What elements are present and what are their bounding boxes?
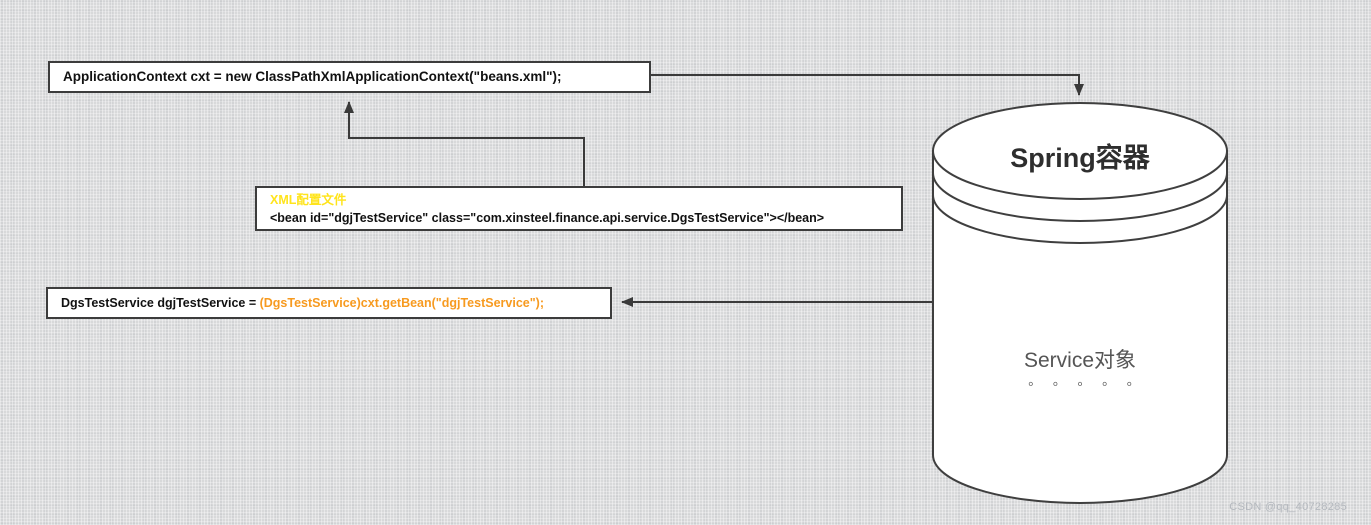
application-context-code: ApplicationContext cxt = new ClassPathXm… [63, 69, 562, 84]
cylinder-body [932, 150, 1228, 504]
cylinder-title: Spring容器 [1010, 143, 1150, 173]
xml-bean-code: <bean id="dgjTestService" class="com.xin… [270, 211, 825, 225]
cylinder-service-label: Service对象 [1023, 349, 1137, 372]
cylinder-ring-2 [932, 194, 1228, 244]
code-box-get-bean: DgsTestService dgjTestService = (DgsTest… [46, 287, 612, 319]
code-box-application-context: ApplicationContext cxt = new ClassPathXm… [48, 61, 651, 93]
arrow-context-to-container [651, 74, 1084, 96]
get-bean-code-prefix: DgsTestService dgjTestService = [61, 296, 260, 310]
arrow-xml-to-context [344, 101, 585, 187]
xml-config-title: XML配置文件 [270, 193, 347, 207]
get-bean-code-highlight: (DgsTestService)cxt.getBean("dgjTestServ… [259, 296, 544, 310]
cylinder-ring-1 [932, 172, 1228, 222]
cylinder-ellipsis-dots: 。 。 。 。 。 [1028, 373, 1144, 388]
xml-config-box: XML配置文件 <bean id="dgjTestService" class=… [255, 186, 903, 231]
watermark-text: CSDN @qq_40728285 [1229, 501, 1347, 513]
